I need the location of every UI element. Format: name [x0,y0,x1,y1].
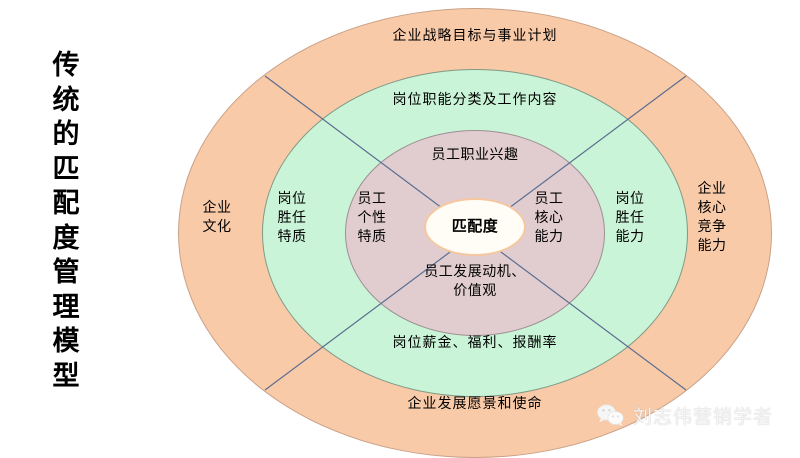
label-middle-top: 岗位职能分类及工作内容 [392,91,558,107]
label-middle-left: 岗位 胜任 特质 [277,190,307,244]
label-outer-right: 企业 核心 竞争 能力 [697,180,727,253]
label-inner-right: 员工 核心 能力 [534,190,564,244]
label-middle-right: 岗位 胜任 能力 [615,190,645,244]
label-inner-top: 员工职业兴趣 [431,146,519,162]
label-outer-left: 企业 文化 [202,199,232,234]
title-char: 度 [52,222,80,253]
title-char: 传 [52,50,80,80]
wechat-icon [597,404,624,426]
title-char: 管 [52,257,80,287]
watermark-text: 刘志伟营销学者 [633,407,774,428]
label-middle-bottom: 岗位薪金、福利、报酬率 [392,334,558,350]
label-inner-left: 员工 个性 特质 [357,190,387,244]
title-char: 理 [52,291,80,322]
core-label: 匹配度 [451,218,499,235]
title-char: 型 [52,360,80,391]
title-char: 配 [52,188,80,218]
title-char: 的 [52,119,80,149]
label-inner-bottom: 员工发展动机、 价值观 [424,263,526,298]
watermark: 刘志伟营销学者 [596,402,773,429]
label-outer-top: 企业战略目标与事业计划 [392,27,558,43]
title-char: 统 [52,84,80,115]
label-outer-bottom: 企业发展愿景和使命 [407,395,543,411]
title-char: 匹 [52,153,80,184]
page-title: 传 统 的 匹 配 度 管 理 模 型 [38,48,94,398]
title-char: 模 [52,326,80,356]
